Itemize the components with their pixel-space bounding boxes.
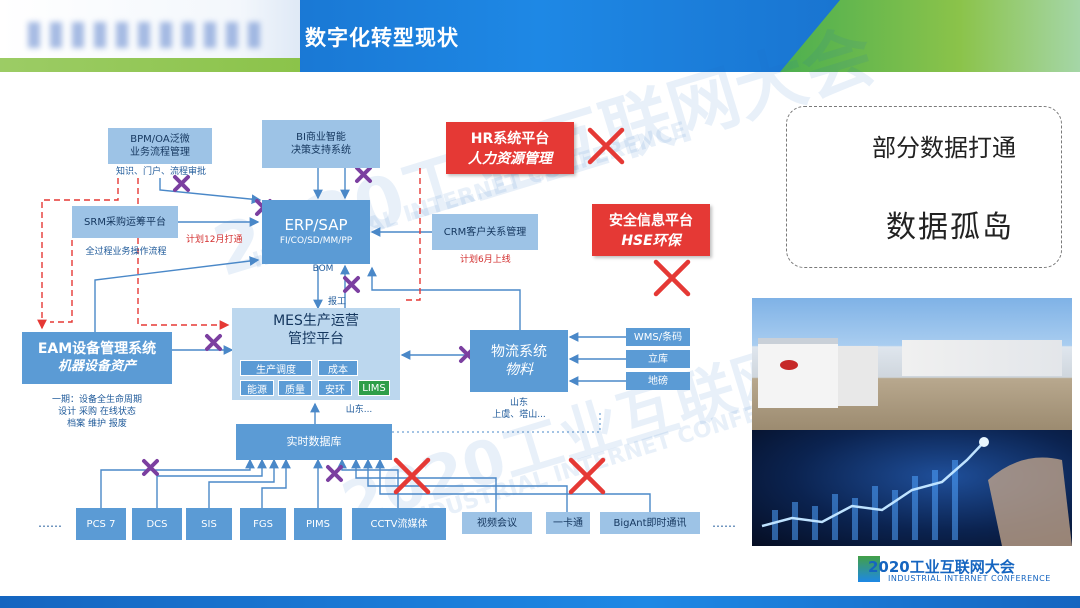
- crm-box: CRM客户关系管理: [432, 214, 538, 250]
- mes-location: 山东...: [345, 405, 373, 415]
- partial-mark-eam: [205, 334, 222, 351]
- bottom-item-cctv: CCTV流媒体: [352, 508, 446, 540]
- footer-logo-subtitle: INDUSTRIAL INTERNET CONFERENCE: [888, 574, 1051, 583]
- header-accent-right: [780, 0, 1080, 72]
- erp-plan-note: 计划12月打通: [186, 235, 243, 245]
- eam-title: EAM设备管理系统: [37, 341, 157, 358]
- bottom-item-bigant: BigAnt即时通讯: [600, 512, 700, 534]
- island-mark-cctv: [393, 457, 431, 495]
- bottom-item-pcs7: PCS 7: [76, 508, 126, 540]
- partial-mark-erp-mes: [343, 276, 360, 293]
- bi-line1: BI商业智能: [296, 132, 346, 143]
- bpm-sub-label: 知识、门户、流程审批: [115, 167, 206, 177]
- erp-title: ERP/SAP: [284, 216, 348, 235]
- edge-eam-erp: [94, 256, 260, 332]
- eam-note-3: 档案 维护 报废: [67, 419, 127, 430]
- footer-logo-text: 2020工业互联网大会: [868, 558, 1015, 576]
- blurred-logo: [28, 22, 268, 48]
- eam-note-1: 一期：设备全生命周期: [51, 395, 142, 405]
- eam-subtitle: 机器设备资产: [57, 358, 136, 374]
- logistics-title: 物流系统: [491, 343, 547, 360]
- srm-sub-label: 全过程业务操作流程: [85, 247, 167, 257]
- bottom-item-pims: PIMS: [294, 508, 342, 540]
- eam-note-2: 设计 采购 在线状态: [58, 407, 136, 418]
- factory-photo: [752, 298, 1072, 430]
- bottom-item-fgs: FGS: [240, 508, 286, 540]
- edge-logistics-erp: [367, 266, 521, 330]
- logistics-box: 物流系统 物料: [470, 330, 568, 392]
- mes-title-line1: MES生产运营: [273, 313, 359, 329]
- mes-chip-scheduling: 生产调度: [240, 360, 312, 376]
- island-mark-hse: [653, 259, 691, 297]
- bottom-item-card: 一卡通: [546, 512, 590, 534]
- partial-mark-bi: [355, 166, 372, 183]
- hse-system-box: 安全信息平台 HSE环保: [592, 204, 710, 256]
- growth-chart-photo: [752, 430, 1072, 546]
- ellipsis-left: ……: [38, 516, 62, 530]
- mes-chip-lims: LIMS: [358, 380, 390, 396]
- bottom-item-sis: SIS: [186, 508, 232, 540]
- edge-bpm-erp: [159, 178, 262, 205]
- legend-partial-label: 部分数据打通: [872, 134, 1016, 162]
- footer-logo-icon: [858, 556, 880, 582]
- eam-box: EAM设备管理系统 机器设备资产: [22, 332, 172, 384]
- legend-box: [786, 106, 1062, 268]
- crm-plan-note: 计划6月上线: [460, 255, 511, 265]
- report-label: 报工: [327, 297, 346, 307]
- bottom-item-dcs: DCS: [132, 508, 182, 540]
- mes-chip-cost: 成本: [318, 360, 358, 376]
- bi-box: BI商业智能 决策支持系统: [262, 120, 380, 168]
- logistics-note-2: 上虞、塔山...: [492, 409, 546, 420]
- partial-mark-bottom-2: [326, 465, 343, 482]
- footer-bar: [0, 596, 1080, 608]
- srm-box: SRM采购运筹平台: [72, 206, 178, 238]
- ellipsis-right: ……: [712, 516, 736, 530]
- edge-bi-mes-dashed: [404, 168, 421, 301]
- hr-title: HR系统平台: [470, 131, 550, 147]
- bpm-oa-box: BPM/OA泛微 业务流程管理: [108, 128, 212, 164]
- mes-title-line2: 管控平台: [288, 331, 344, 348]
- scale-box: 地磅: [626, 372, 690, 390]
- mes-chip-safety: 安环: [318, 380, 352, 396]
- wms-box: WMS/条码: [626, 328, 690, 346]
- mes-chip-energy: 能源: [240, 380, 274, 396]
- realtime-db-box: 实时数据库: [236, 424, 392, 460]
- hse-subtitle: HSE环保: [621, 233, 681, 249]
- header-accent-left: [0, 58, 300, 72]
- partial-mark-bottom-1: [142, 459, 159, 476]
- logistics-note-1: 山东: [509, 398, 528, 408]
- hr-subtitle: 人力资源管理: [468, 151, 552, 167]
- bom-label: BOM: [312, 264, 334, 274]
- logistics-subtitle: 物料: [505, 362, 533, 378]
- island-mark-hr: [587, 127, 625, 165]
- edge-bpm-eam-dashed: [37, 178, 119, 330]
- erp-modules: FI/CO/SD/MM/PP: [279, 235, 353, 246]
- mes-chip-quality: 质量: [278, 380, 312, 396]
- warehouse-box: 立库: [626, 350, 690, 368]
- bpm-line1: BPM/OA泛微: [130, 134, 190, 145]
- eam-notes: 一期：设备全生命周期 设计 采购 在线状态 档案 维护 报废: [30, 394, 164, 430]
- logistics-notes: 山东 上虞、塔山...: [470, 398, 568, 421]
- bottom-item-video: 视频会议: [462, 512, 532, 534]
- legend-island-label: 数据孤岛: [886, 210, 1014, 245]
- hse-title: 安全信息平台: [609, 213, 693, 229]
- page-title: 数字化转型现状: [305, 26, 459, 50]
- bi-line2: 决策支持系统: [291, 145, 351, 156]
- island-mark-card: [568, 457, 606, 495]
- partial-mark-bpm: [173, 175, 190, 192]
- mes-title: MES生产运营 管控平台: [232, 312, 400, 348]
- erp-box: ERP/SAP FI/CO/SD/MM/PP: [262, 200, 370, 264]
- hr-system-box: HR系统平台 人力资源管理: [446, 122, 574, 174]
- bpm-line2: 业务流程管理: [130, 147, 190, 158]
